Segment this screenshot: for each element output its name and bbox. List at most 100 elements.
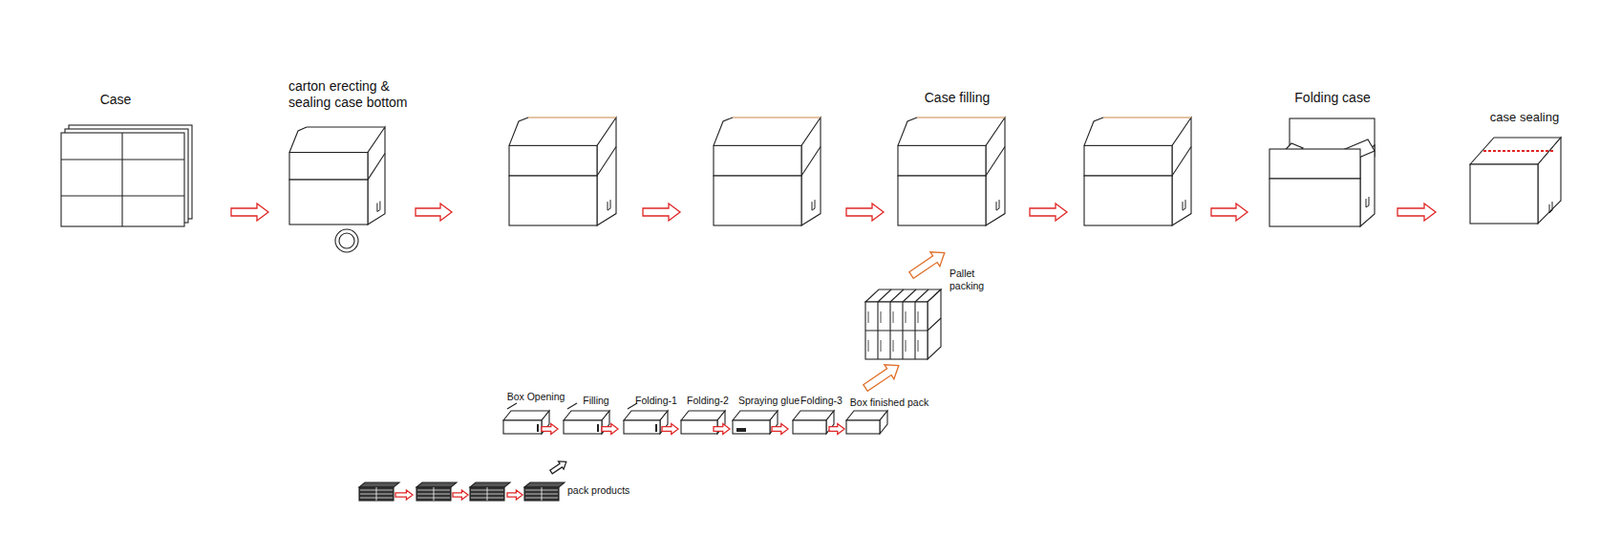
carton-back-rim [917, 116, 1005, 118]
carton-side-fold [1172, 147, 1192, 177]
carton-front-flap [897, 145, 986, 176]
arrow-shape [860, 358, 904, 395]
pallet-row-edge [927, 318, 941, 331]
carton-handle [377, 201, 381, 213]
small-box-front [681, 420, 718, 434]
case-crease [61, 158, 185, 160]
pallet-front [865, 301, 928, 360]
pack-top [469, 482, 511, 488]
flow-arrow [661, 424, 679, 435]
carton-handle [1365, 196, 1369, 208]
flow-arrow [846, 203, 884, 221]
flow-arrow [1211, 203, 1248, 221]
arrow-shape [541, 424, 558, 435]
pallet-box-mark [880, 311, 882, 323]
carton-side [801, 117, 821, 226]
product-pack [524, 487, 559, 501]
flow-arrow [906, 245, 950, 282]
glue-spray [736, 427, 747, 432]
arrow-shape [548, 457, 569, 476]
flow-arrow [829, 424, 845, 435]
carton-left-flap [897, 117, 918, 146]
product-pack [416, 487, 451, 501]
stage-label: case sealing [1490, 109, 1559, 126]
carton-handle [811, 199, 815, 211]
flow-arrow [395, 490, 413, 500]
stage-label: Folding-2 [686, 394, 729, 407]
carton-front [1269, 178, 1361, 227]
carton-side-fold [985, 147, 1005, 177]
carton-front [1084, 175, 1173, 226]
carton-front [509, 175, 598, 226]
pallet-side [927, 289, 941, 360]
pallet-box-edge [890, 289, 904, 302]
carton-front-flap [1084, 145, 1173, 176]
flow-arrow [541, 424, 558, 435]
flow-arrow [860, 358, 904, 395]
carton-front-flap [1269, 149, 1361, 179]
flat-case [61, 132, 185, 227]
box-flap [655, 424, 658, 432]
tape-roller [335, 229, 359, 253]
carton-side-fold [801, 147, 821, 177]
flow-arrow [415, 203, 452, 221]
carton-front [713, 175, 802, 226]
pallet-box-mark [880, 340, 882, 352]
pallet-box-mark [905, 340, 907, 352]
small-box-front [623, 420, 661, 434]
arrow-shape [906, 245, 950, 282]
pallet-box-mark [905, 311, 907, 323]
carton-handle [1182, 199, 1186, 211]
carton-side [367, 127, 385, 225]
arrow-shape [1029, 203, 1067, 221]
pallet-box-mark [868, 311, 870, 323]
stage-label: Folding case [1294, 89, 1370, 107]
pallet-box-mark [893, 311, 895, 323]
carton-front [897, 175, 986, 226]
pack-divider [487, 487, 489, 501]
carton-side-fold [367, 153, 385, 181]
product-pack [469, 487, 505, 501]
flow-arrow [507, 490, 523, 500]
arrow-shape [601, 424, 619, 435]
carton-back-rim [306, 126, 385, 128]
pack-top [416, 482, 457, 488]
carton-handle [1549, 201, 1553, 214]
pallet-box-edge [915, 289, 929, 302]
flow-arrow [231, 203, 269, 221]
stage-label: Spraying glue [738, 394, 800, 407]
box-flap [536, 424, 539, 432]
arrow-shape [395, 490, 413, 500]
carton-side-fold [597, 147, 617, 177]
box-flap [597, 424, 599, 432]
arrow-shape [1397, 203, 1436, 221]
box-flap [567, 403, 577, 409]
stage-label: Folding-3 [800, 394, 843, 407]
flow-arrow [713, 424, 730, 435]
small-box-front [846, 420, 880, 434]
stage-label: Folding-1 [635, 394, 678, 407]
stage-label: Filling [582, 394, 609, 407]
pallet-box-edge [902, 289, 917, 302]
flow-arrow [452, 490, 469, 500]
carton-back-rim [732, 116, 821, 118]
stage-label: carton erecting & sealing case bottom [288, 78, 432, 111]
small-box-front [503, 420, 542, 434]
arrow-shape [661, 424, 679, 435]
tape-roller-core [339, 233, 355, 249]
small-box-front [792, 420, 827, 434]
carton-left-flap [509, 117, 529, 146]
box-flap [507, 403, 517, 409]
carton-handle [996, 199, 1000, 211]
carton-back-rim [528, 116, 617, 118]
arrow-shape [507, 490, 523, 500]
stage-label: Box finished pack [850, 396, 929, 409]
carton-left-flap [1084, 117, 1104, 146]
pack-divider [541, 487, 543, 501]
sealing-tape [1483, 149, 1555, 152]
carton-front-flap [509, 145, 598, 176]
carton-side [597, 117, 617, 226]
carton-left-flap [289, 127, 307, 153]
pallet-box-mark [917, 311, 919, 323]
